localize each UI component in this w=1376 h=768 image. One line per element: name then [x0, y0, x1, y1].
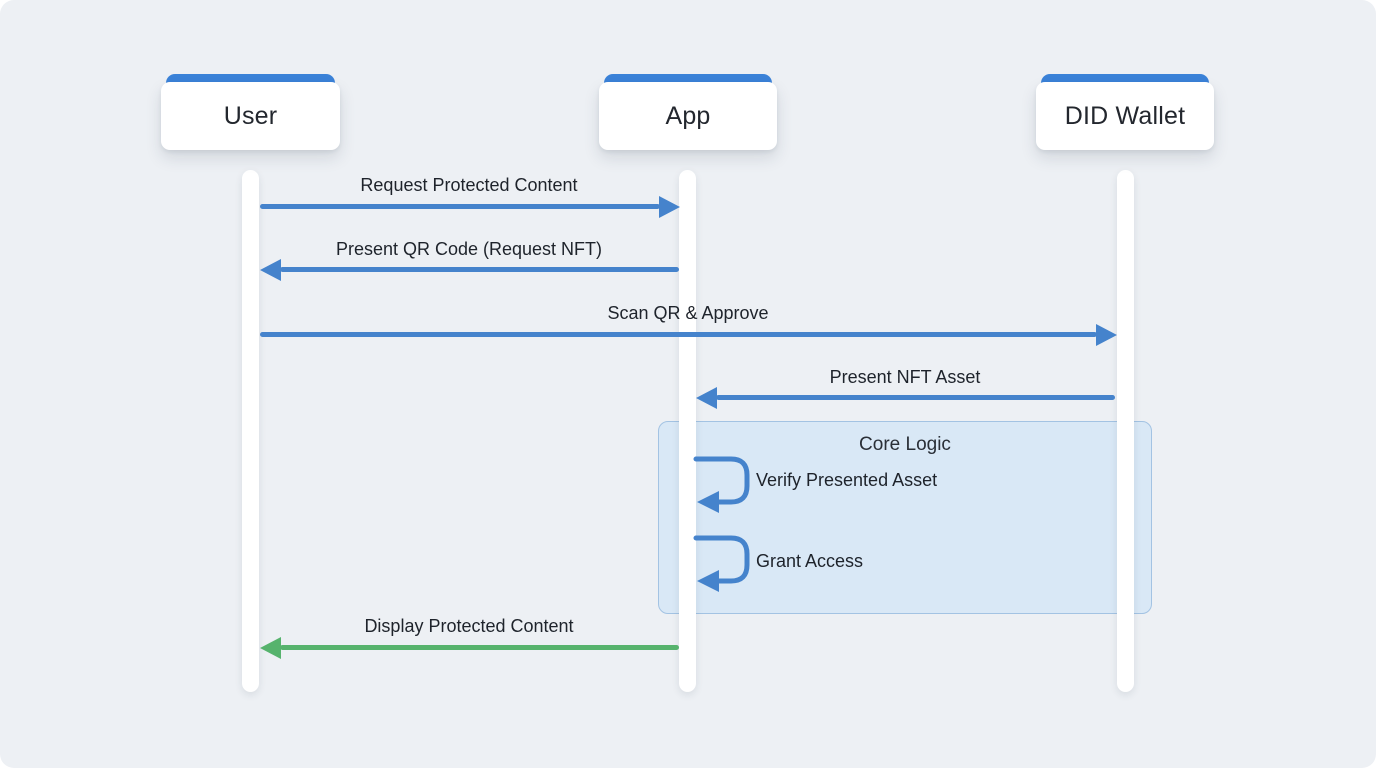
self-message-label-verify-presented-asset: Verify Presented Asset [756, 470, 938, 490]
message-label-scan-qr-approve: Scan QR & Approve [607, 303, 769, 323]
arrowhead-left-icon [696, 387, 717, 409]
arrowhead-right-icon [659, 196, 680, 218]
lifeline-user [242, 170, 259, 692]
message-label-present-nft-asset: Present NFT Asset [829, 367, 981, 387]
actor-box-did-wallet: DID Wallet [1036, 74, 1214, 150]
message-label-present-qr-code: Present QR Code (Request NFT) [335, 239, 603, 259]
message-line-1 [260, 204, 660, 209]
core-logic-group-title: Core Logic [859, 434, 951, 455]
arrowhead-left-icon [260, 259, 281, 281]
message-line-5 [280, 645, 679, 650]
actor-label: DID Wallet [1036, 82, 1214, 150]
actor-label: User [161, 82, 340, 150]
actor-box-user: User [161, 74, 340, 150]
actor-box-app: App [599, 74, 777, 150]
arrowhead-left-green-icon [260, 637, 281, 659]
message-line-4 [716, 395, 1115, 400]
self-message-label-grant-access: Grant Access [756, 551, 864, 571]
actor-label: App [599, 82, 777, 150]
message-label-request-protected-content: Request Protected Content [360, 175, 578, 195]
message-line-3 [260, 332, 1097, 337]
message-line-2 [280, 267, 679, 272]
message-label-display-protected-content: Display Protected Content [364, 616, 574, 636]
lifeline-app [679, 170, 696, 692]
arrowhead-right-icon [1096, 324, 1117, 346]
lifeline-did-wallet [1117, 170, 1134, 692]
